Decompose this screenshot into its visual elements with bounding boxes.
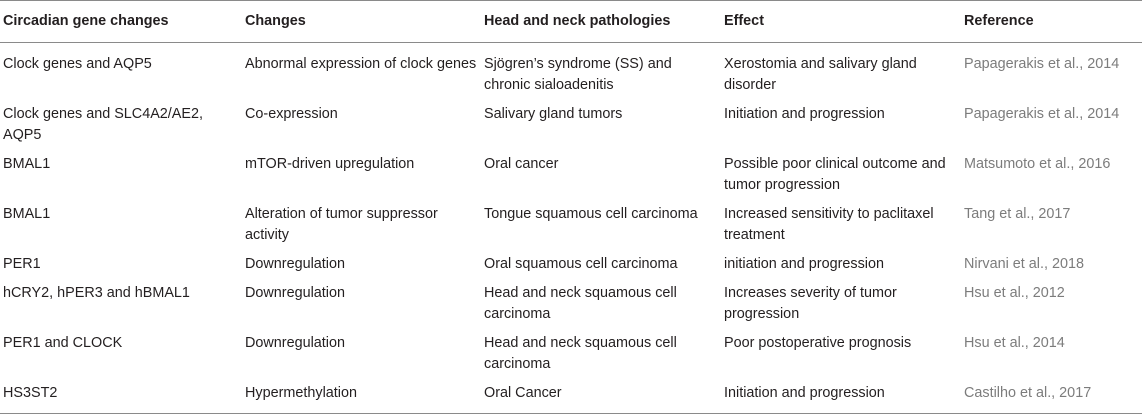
table-body: Clock genes and AQP5 Abnormal expression… bbox=[0, 43, 1142, 414]
cell-changes: Co-expression bbox=[245, 106, 338, 122]
cell-gene: BMAL1 bbox=[3, 156, 51, 172]
table-row: PER1 and CLOCK Downregulation Head and n… bbox=[0, 329, 1142, 379]
cell-reference-link[interactable]: Papagerakis et al., 2014 bbox=[964, 56, 1120, 72]
cell-pathology: Sjögren’s syndrome (SS) and chronic sial… bbox=[484, 56, 672, 93]
header-changes: Changes bbox=[242, 0, 481, 43]
cell-reference-link[interactable]: Hsu et al., 2012 bbox=[964, 285, 1065, 301]
header-row: Circadian gene changes Changes Head and … bbox=[0, 0, 1142, 43]
cell-gene: HS3ST2 bbox=[0, 379, 242, 414]
cell-effect: initiation and progression bbox=[724, 256, 884, 272]
cell-changes: Hypermethylation bbox=[242, 379, 481, 414]
table-row: Clock genes and AQP5 Abnormal expression… bbox=[0, 43, 1142, 101]
cell-gene: Clock genes and SLC4A2/AE2, AQP5 bbox=[3, 106, 203, 143]
cell-effect: Xerostomia and salivary gland disorder bbox=[724, 56, 917, 93]
cell-effect: Initiation and progression bbox=[724, 106, 885, 122]
cell-effect: Increased sensitivity to paclitaxel trea… bbox=[724, 206, 934, 243]
cell-pathology: Salivary gland tumors bbox=[484, 106, 623, 122]
cell-pathology: Tongue squamous cell carcinoma bbox=[484, 206, 698, 222]
header-reference: Reference bbox=[961, 0, 1142, 43]
cell-pathology: Head and neck squamous cell carcinoma bbox=[484, 285, 677, 322]
cell-changes: Abnormal expression of clock genes bbox=[245, 56, 477, 72]
cell-pathology: Oral squamous cell carcinoma bbox=[484, 256, 678, 272]
cell-reference-link[interactable]: Hsu et al., 2014 bbox=[964, 335, 1065, 351]
table-row: HS3ST2 Hypermethylation Oral Cancer Init… bbox=[0, 379, 1142, 414]
cell-effect: Initiation and progression bbox=[721, 379, 961, 414]
cell-reference-link[interactable]: Papagerakis et al., 2014 bbox=[964, 106, 1120, 122]
cell-pathology: Oral Cancer bbox=[481, 379, 721, 414]
table-row: Clock genes and SLC4A2/AE2, AQP5 Co-expr… bbox=[0, 100, 1142, 150]
table-row: BMAL1 mTOR-driven upregulation Oral canc… bbox=[0, 150, 1142, 200]
cell-reference-link[interactable]: Tang et al., 2017 bbox=[964, 206, 1071, 222]
cell-changes: Downregulation bbox=[245, 335, 345, 351]
header-effect: Effect bbox=[721, 0, 961, 43]
cell-gene: PER1 and CLOCK bbox=[3, 335, 123, 351]
cell-reference-link[interactable]: Nirvani et al., 2018 bbox=[964, 256, 1084, 272]
header-pathologies: Head and neck pathologies bbox=[481, 0, 721, 43]
cell-gene: Clock genes and AQP5 bbox=[3, 56, 152, 72]
cell-changes: Downregulation bbox=[245, 285, 345, 301]
cell-gene: PER1 bbox=[3, 256, 41, 272]
cell-effect: Increases severity of tumor progression bbox=[724, 285, 897, 322]
table-row: hCRY2, hPER3 and hBMAL1 Downregulation H… bbox=[0, 279, 1142, 329]
cell-changes: mTOR-driven upregulation bbox=[245, 156, 415, 172]
cell-reference-link[interactable]: Matsumoto et al., 2016 bbox=[964, 156, 1111, 172]
cell-changes: Alteration of tumor suppressor activity bbox=[245, 206, 438, 243]
header-gene-changes: Circadian gene changes bbox=[0, 0, 242, 43]
table-row: PER1 Downregulation Oral squamous cell c… bbox=[0, 250, 1142, 279]
cell-changes: Downregulation bbox=[245, 256, 345, 272]
cell-gene: hCRY2, hPER3 and hBMAL1 bbox=[3, 285, 190, 301]
cell-pathology: Oral cancer bbox=[484, 156, 559, 172]
cell-gene: BMAL1 bbox=[3, 206, 51, 222]
cell-effect: Possible poor clinical outcome and tumor… bbox=[724, 156, 946, 193]
table-row: BMAL1 Alteration of tumor suppressor act… bbox=[0, 200, 1142, 250]
cell-pathology: Head and neck squamous cell carcinoma bbox=[484, 335, 677, 372]
cell-reference-link[interactable]: Castilho et al., 2017 bbox=[961, 379, 1142, 414]
cell-effect: Poor postoperative prognosis bbox=[724, 335, 912, 351]
table-header: Circadian gene changes Changes Head and … bbox=[0, 0, 1142, 43]
